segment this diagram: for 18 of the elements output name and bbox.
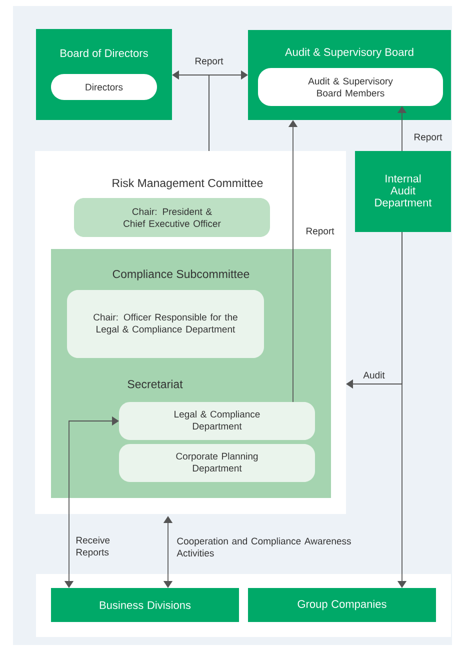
department-pill: Corporate Planning Department [119, 444, 315, 482]
edge-label: Report [193, 56, 225, 68]
edge-label: Report [412, 132, 444, 144]
edge-label: Receive Reports [74, 535, 120, 559]
arrow [208, 70, 248, 152]
section-heading: Secretariat [128, 380, 183, 388]
org-box: Business Divisions [51, 588, 239, 622]
arrow [163, 516, 173, 588]
org-box: Internal Audit Department [355, 151, 451, 232]
member-pill: Audit & Supervisory Board Members [258, 68, 443, 106]
edge-label: Cooperation and Compliance Awareness Activities [175, 536, 354, 558]
org-box: Group Companies [248, 588, 436, 622]
department-pill: Chair: Officer Responsible for the Legal & Compliance Department [67, 290, 264, 358]
department-pill: Legal & Compliance Department [119, 402, 315, 440]
member-pill: Directors [51, 74, 157, 100]
edge-label: Report [304, 226, 336, 238]
chair-pill: Chair: President & Chief Executive Officer [74, 198, 270, 237]
edge-label: Audit [362, 370, 386, 380]
